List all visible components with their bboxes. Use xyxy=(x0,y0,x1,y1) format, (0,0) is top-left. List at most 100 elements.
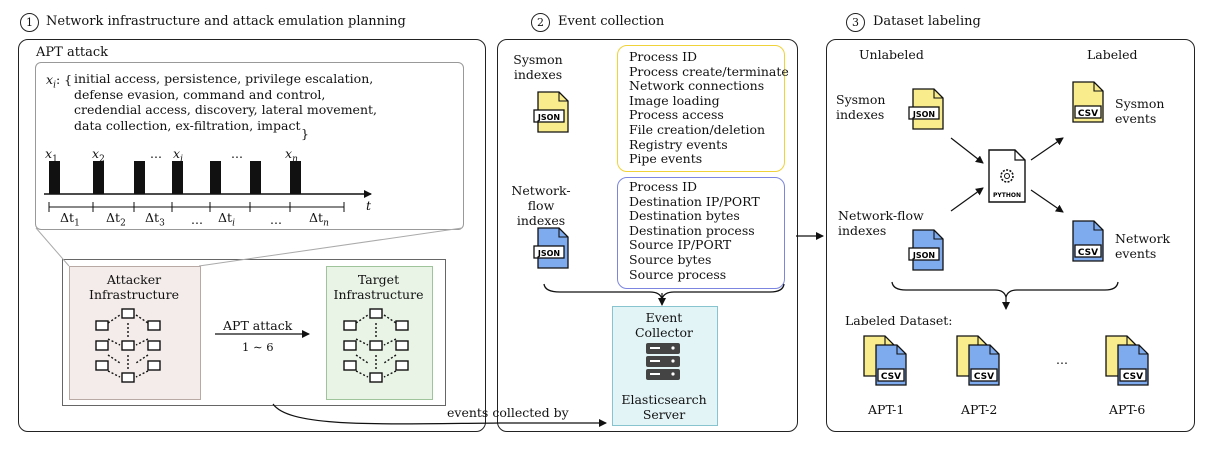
svg-text:JSON: JSON xyxy=(537,113,560,122)
svg-text:JSON: JSON xyxy=(912,251,935,260)
target-network-icon xyxy=(343,308,409,383)
svg-text:PYTHON: PYTHON xyxy=(993,192,1021,199)
apt-6-label: APT-6 xyxy=(1109,402,1146,417)
netflow-json-icon: JSON xyxy=(533,227,569,269)
labeled-heading: Labeled xyxy=(1087,47,1138,62)
svg-text:JSON: JSON xyxy=(537,249,560,258)
sysmon-field: Pipe events xyxy=(629,151,703,167)
netflow-field: Process ID xyxy=(629,179,698,194)
label-x1: x1 xyxy=(45,146,58,165)
apt-set-variable: xi: { xyxy=(46,72,73,91)
netflow-fields-box xyxy=(617,177,785,289)
sysmon-field: Image loading xyxy=(629,92,720,108)
section-3-title: Dataset labeling xyxy=(873,14,981,29)
apt-tactics-list: initial access, persistence, privilege e… xyxy=(74,71,377,133)
apt-2-label: APT-2 xyxy=(961,402,998,417)
apt-attack-title: APT attack xyxy=(36,45,109,60)
elasticsearch-server-icon xyxy=(646,343,680,380)
apt-2-dataset-icon: CSV xyxy=(956,335,1000,386)
netflow-field: Destination IP/PORT xyxy=(629,193,760,209)
svg-text:CSV: CSV xyxy=(1123,372,1143,382)
sysmon-fields-list: Process ID Process create/terminate Netw… xyxy=(629,49,789,167)
netflow-field: Source process xyxy=(629,266,727,282)
events-collected-arrow xyxy=(272,403,607,427)
apt-timeline-box xyxy=(35,62,464,230)
label-dti: Δti xyxy=(218,210,235,229)
apt-1-dataset-icon: CSV xyxy=(863,335,907,386)
apt-set-close-brace: } xyxy=(301,126,309,141)
label-dt1: Δt1 xyxy=(60,210,80,229)
label-xi: xi xyxy=(173,146,183,165)
labeling-brace xyxy=(891,281,1119,300)
netflow-field: Source bytes xyxy=(629,251,712,267)
label-dtn: Δtn xyxy=(309,210,329,229)
timeline-axis-label: t xyxy=(366,198,372,213)
step-2-badge: 2 xyxy=(531,13,550,32)
label-x-ellipsis-2: ... xyxy=(231,146,243,161)
label-dt2: Δt2 xyxy=(106,210,126,229)
netflow-field: Destination process xyxy=(629,222,755,238)
apt-ellipsis-label: ... xyxy=(1056,352,1068,367)
apt-attack-arrow-label: APT attack xyxy=(223,318,293,333)
gear-icon xyxy=(1000,169,1014,183)
var-x: x xyxy=(46,72,54,87)
tactic-line: defense evasion, command and control, xyxy=(74,86,326,102)
unlabeled-heading: Unlabeled xyxy=(859,47,924,62)
label-x-ellipsis-1: ... xyxy=(150,146,162,161)
tactic-line: initial access, persistence, privilege e… xyxy=(74,71,374,86)
attacker-infrastructure-box xyxy=(69,266,201,400)
sysmon-field: Registry events xyxy=(629,136,728,152)
sysmon-field: Process create/terminate xyxy=(629,63,789,79)
labeling-sysmon-json-icon: JSON xyxy=(908,88,944,130)
sysmon-field: Process ID xyxy=(629,49,698,64)
attack-bar-6 xyxy=(250,161,261,194)
svg-text:CSV: CSV xyxy=(1078,248,1098,258)
apt-6-dataset-icon: CSV xyxy=(1105,335,1149,386)
labeled-dataset-heading: Labeled Dataset: xyxy=(845,313,953,328)
label-dt-ellipsis-2: ... xyxy=(270,212,282,227)
svg-text:CSV: CSV xyxy=(1078,109,1098,119)
attack-bar-1 xyxy=(49,161,60,194)
network-csv-icon: CSV xyxy=(1072,220,1104,262)
section-1-title: Network infrastructure and attack emulat… xyxy=(46,14,406,29)
sysmon-json-icon: JSON xyxy=(533,91,569,133)
attack-bar-5 xyxy=(210,161,221,194)
tactic-line: credendial access, discovery, lateral mo… xyxy=(74,102,378,117)
labeling-netflow-json-icon: JSON xyxy=(908,229,944,271)
sysmon-field: File creation/deletion xyxy=(629,121,766,137)
attack-bar-2 xyxy=(93,161,104,194)
netflow-field: Destination bytes xyxy=(629,208,740,224)
attack-bar-7 xyxy=(290,161,301,194)
sysmon-field: Process access xyxy=(629,107,724,123)
events-collected-by-label: events collected by xyxy=(447,405,569,420)
infra-container xyxy=(62,259,446,406)
label-xn: xn xyxy=(285,146,298,165)
netflow-fields-list: Process ID Destination IP/PORT Destinati… xyxy=(629,179,760,282)
collection-brace xyxy=(543,283,785,302)
apt-attack-range-label: 1 ∼ 6 xyxy=(242,340,274,354)
netflow-field: Source IP/PORT xyxy=(629,237,732,253)
sysmon-fields-box xyxy=(617,45,785,172)
sysmon-csv-icon: CSV xyxy=(1072,81,1104,123)
label-dt-ellipsis-1: ... xyxy=(191,212,203,227)
python-script-icon: PYTHON xyxy=(988,149,1026,203)
sysmon-field: Network connections xyxy=(629,78,765,94)
step-1-badge: 1 xyxy=(20,13,39,32)
step-3-badge: 3 xyxy=(846,13,865,32)
apt-1-label: APT-1 xyxy=(868,402,905,417)
attack-bar-3 xyxy=(134,161,145,194)
svg-text:JSON: JSON xyxy=(912,110,935,119)
attacker-network-icon xyxy=(95,308,161,383)
label-dt3: Δt3 xyxy=(145,210,165,229)
svg-text:CSV: CSV xyxy=(974,372,994,382)
